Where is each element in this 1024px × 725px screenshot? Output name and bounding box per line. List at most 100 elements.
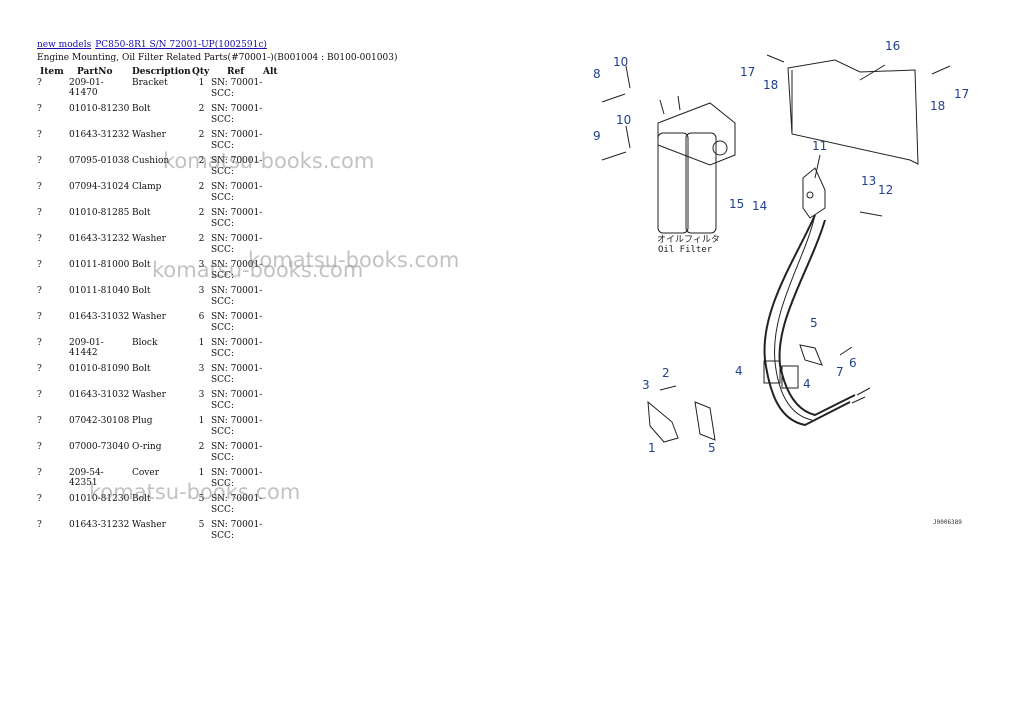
cell-description: Clamp [132,182,162,192]
clamp-plate [799,344,823,366]
cell-description: O-ring [132,442,162,452]
hose-b [778,219,856,417]
cell-alt [263,338,278,364]
cell-partno: 01010-81090 [69,364,130,374]
cell-item: ? [37,416,42,426]
clamp-plate [694,401,716,441]
cell-partno: 07095-01038 [69,156,130,166]
cover-plate [787,59,919,165]
cell-qty: 2 [198,234,205,244]
clamp [763,360,781,384]
oil-filter-label-en: Oil Filter [658,245,713,255]
ref-serial: SN: 70001- [211,208,263,218]
cell-description: Cushion [132,156,170,166]
ref-serial: SN: 70001- [211,260,263,270]
cell-alt [263,390,278,416]
cell-description: Plug [132,416,153,426]
callout-7: 7 [836,365,844,379]
callout-12: 12 [878,183,893,197]
cell-alt [263,364,278,390]
cell-item: ? [37,78,42,88]
cell-description: Bolt [132,208,151,218]
header-description: Description [132,67,191,77]
new-models-link[interactable]: new models [37,40,92,50]
callout-5: 5 [708,441,716,455]
ref-serial: SN: 70001- [211,468,263,478]
oil-filter-left [657,132,689,234]
cell-alt [263,442,278,468]
header-item: Item [40,67,64,77]
cell-partno: 01643-31032 [69,390,130,400]
model-link[interactable]: PC850-8R1 S/N 72001-UP(1002591c) [95,40,267,50]
cell-alt [263,520,278,546]
cell-ref: SN: 70001-SCC: [211,156,263,182]
watermark: komatsu-books.com [89,480,301,504]
cell-description: Bolt [132,104,151,114]
ref-serial: SN: 70001- [211,156,263,166]
callout-18: 18 [763,78,778,92]
callout-13: 13 [861,174,876,188]
bracket [647,400,679,443]
cell-item: ? [37,286,42,296]
callout-2: 2 [662,366,670,380]
block [802,167,826,219]
cell-description: Cover [132,468,160,478]
ref-serial: SN: 70001- [211,338,263,348]
clamp [781,365,799,389]
ref-scc: SCC: [211,401,234,411]
cell-partno: 01010-81285 [69,208,130,218]
cell-ref: SN: 70001-SCC: [211,364,263,390]
cell-qty: 2 [198,104,205,114]
cell-description: Bracket [132,78,168,88]
ref-serial: SN: 70001- [211,182,263,192]
cell-ref: SN: 70001-SCC: [211,104,263,130]
callout-8: 8 [593,67,601,81]
cell-item: ? [37,156,42,166]
cell-item: ? [37,104,42,114]
callout-14: 14 [752,199,767,213]
callout-1: 1 [648,441,656,455]
oil-filter-label-jp: オイルフィルタ [657,234,720,245]
header-partno: PartNo [77,67,113,77]
ref-serial: SN: 70001- [211,364,263,374]
cell-alt [263,416,278,442]
cell-partno: 01010-81230 [69,104,130,114]
cell-description: Washer [132,130,166,140]
cell-description: Washer [132,390,166,400]
cell-alt [263,286,278,312]
cell-qty: 2 [198,130,205,140]
drawing-code: J0006389 [933,519,962,526]
ref-scc: SCC: [211,193,234,203]
cell-qty: 3 [198,260,205,270]
ref-scc: SCC: [211,505,234,515]
cell-partno: 01643-31232 [69,234,130,244]
callout-10: 10 [616,113,631,127]
cell-qty: 2 [198,208,205,218]
callout-9: 9 [593,129,601,143]
callout-4: 4 [735,364,743,378]
cell-qty: 5 [198,494,205,504]
cell-partno: 07042-30108 [69,416,130,426]
callout-18: 18 [930,99,945,113]
oil-filter-right [685,132,717,234]
cell-ref: SN: 70001-SCC: [211,494,263,520]
ref-serial: SN: 70001- [211,312,263,322]
cell-item: ? [37,442,42,452]
cell-alt [263,312,278,338]
ref-scc: SCC: [211,531,234,541]
ref-scc: SCC: [211,89,234,99]
ref-serial: SN: 70001- [211,78,263,88]
cell-ref: SN: 70001-SCC: [211,260,263,286]
callout-6: 6 [849,356,857,370]
header-ref: Ref [227,67,245,77]
cell-ref: SN: 70001-SCC: [211,234,263,260]
ref-serial: SN: 70001- [211,520,263,530]
cell-ref: SN: 70001-SCC: [211,130,263,156]
cell-partno: 209-01-41470 [69,78,104,98]
